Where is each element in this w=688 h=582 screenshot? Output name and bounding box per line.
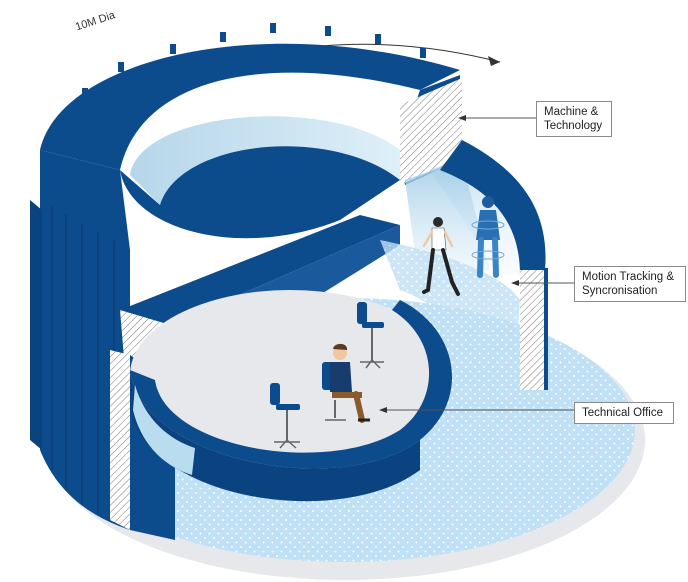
office-ring-front bbox=[130, 300, 453, 469]
callout-machine-line1: Machine & bbox=[544, 106, 599, 118]
office-chair-1 bbox=[357, 302, 384, 369]
machine-block-hatch bbox=[400, 78, 462, 185]
outer-wall-right bbox=[440, 140, 546, 275]
office-ring-glass bbox=[133, 385, 195, 475]
wall-crenellations bbox=[58, 23, 426, 128]
callout-office-line1: Technical Office bbox=[582, 407, 663, 419]
hologram-figure bbox=[471, 196, 505, 278]
callout-machine-line2: Technology bbox=[544, 120, 603, 132]
seated-person bbox=[322, 343, 370, 423]
left-cut-hatch bbox=[110, 350, 130, 530]
inner-ring-floor bbox=[120, 146, 400, 239]
office-floor bbox=[130, 290, 450, 460]
outer-ring-top-2 bbox=[40, 150, 130, 250]
outer-ring-top bbox=[40, 43, 460, 170]
tracking-zone bbox=[380, 240, 520, 370]
office-ring-front-bottom bbox=[130, 370, 420, 502]
callout-motion-line1: Motion Tracking & bbox=[582, 271, 675, 283]
office-chair-2 bbox=[270, 383, 300, 449]
right-pillar-face bbox=[544, 268, 548, 390]
diameter-arc-arrow-top bbox=[488, 56, 500, 66]
walking-person bbox=[422, 217, 460, 296]
right-pillar-hatch bbox=[520, 270, 544, 390]
outer-wall-left bbox=[40, 150, 130, 530]
outer-wall-left-cut bbox=[30, 200, 42, 450]
glass-wall-top bbox=[130, 116, 400, 205]
callout-motion-tracking: Motion Tracking & Syncronisation bbox=[574, 266, 686, 302]
callout-machine-technology: Machine & Technology bbox=[536, 101, 612, 137]
callout-technical-office: Technical Office bbox=[574, 402, 674, 424]
divider-top bbox=[120, 215, 400, 325]
callout-motion-line2: Syncronisation bbox=[582, 285, 658, 297]
